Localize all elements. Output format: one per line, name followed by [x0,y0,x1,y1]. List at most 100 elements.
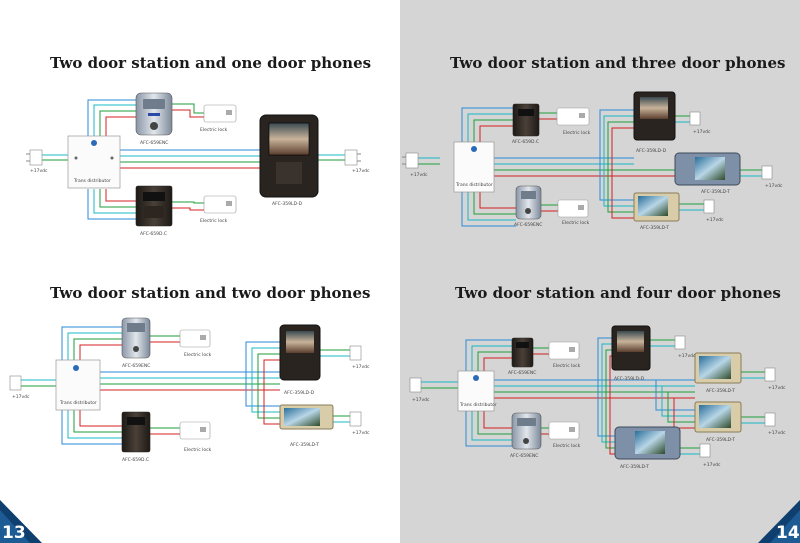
diagram-4: +17vdc Trans distributor AFC-659ENC Elec… [409,325,786,470]
door-station-top-icon [511,337,534,368]
door-station-top-icon [135,92,173,136]
door-station-top-icon [512,103,540,137]
distributor-box-icon [453,141,495,193]
monitor-3-label: AFC-359LD-T [706,437,735,443]
electric-lock-bottom-icon [548,421,580,440]
distributor-label: Trans distributor [59,400,97,406]
page-corner-right: 14 [758,500,800,543]
power-2-label: +17vdc [765,183,783,189]
power-3-label: +17vdc [706,217,724,223]
monitor-2-label: AFC-359LD-T [290,442,319,448]
lock-bottom-label: Electric lock [562,220,590,226]
diagram-1: +17vdc Trans distributor AFC-659ENC El [26,92,370,237]
power-1-label: +17vdc [352,364,370,370]
power-2-label: +17vdc [352,430,370,436]
station-bottom-label: AFC-659ENC [514,222,542,228]
power-adapter-icon [402,152,419,169]
power-1-label: +17vdc [693,129,711,135]
page-number-right: 14 [776,523,800,543]
power-label-left: +17vdc [12,394,30,400]
indoor-monitor-1-icon [279,324,321,381]
indoor-monitor-1-icon [633,91,676,141]
door-station-bottom-icon [511,412,542,450]
lock-bottom-label: Electric lock [553,443,581,449]
monitor-1-label: AFC-359LD-D [284,390,315,396]
power-adapter-icon [674,335,686,350]
distributor-label: Trans distributor [455,182,493,188]
diagram-1-title: Two door station and one door phones [50,54,372,72]
door-station-top-icon [121,317,151,359]
power-label-left: +17vdc [410,172,428,178]
page-corner-left: 13 [0,500,42,543]
lock-top-label: Electric lock [200,127,228,133]
electric-lock-top-icon [548,341,580,360]
diagram-2-title: Two door station and three door phones [450,54,786,72]
station-bottom-label: AFC-659D.C [122,457,149,463]
monitor-4-label: AFC-359LD-T [620,464,649,470]
page-14 [400,0,800,543]
monitor-2-label: AFC-359LD-T [706,388,735,394]
monitor-1-label: AFC-359LD-D [614,376,645,382]
electric-lock-bottom-icon [557,199,589,218]
distributor-box-icon [457,370,495,412]
lock-bottom-label: Electric lock [200,218,228,224]
diagram-3: +17vdc Trans distributor AFC-659ENC Elec… [9,317,370,463]
door-station-bottom-icon [121,411,151,453]
power-adapter-icon [764,412,776,427]
electric-lock-bottom-icon [179,421,211,440]
wires [418,107,762,227]
station-bottom-label: AFC-659D.C [140,231,167,237]
lock-top-label: Electric lock [563,130,591,136]
indoor-monitor-icon [259,114,319,198]
power-adapter-icon [349,411,362,427]
monitor-3-label: AFC-359LD-T [640,225,669,231]
monitor-2-label: AFC-359LD-T [701,189,730,195]
wires [42,99,345,220]
power-adapter-icon [344,149,361,166]
page-13 [0,0,400,543]
power-4-label: +17vdc [703,462,721,468]
electric-lock-top-icon [179,329,211,348]
indoor-monitor-3-icon [694,401,742,433]
electric-lock-bottom-icon [203,195,237,214]
power-adapter-icon [761,165,773,180]
indoor-monitor-1-icon [611,325,651,371]
indoor-monitor-3-icon [633,192,680,222]
station-top-label: AFC-659ENC [122,363,150,369]
power-adapter-icon [764,367,776,382]
monitor-1-label: AFC-359LD-D [636,148,667,154]
distributor-label: Trans distributor [73,178,111,184]
lock-top-label: Electric lock [184,352,212,358]
power-label-left: +17vdc [30,168,48,174]
power-adapter-icon [9,375,22,391]
distributor-box-icon [55,359,101,411]
electric-lock-top-icon [556,107,590,126]
diagram-2: +17vdc Trans distributor AFC-659D.C Elec… [402,91,783,231]
door-station-bottom-icon [135,185,173,227]
power-adapter-icon [699,443,711,458]
indoor-monitor-2-icon [674,152,741,186]
station-top-label: AFC-659ENC [140,140,168,146]
lock-top-label: Electric lock [553,363,581,369]
electric-lock-top-icon [203,104,237,123]
power-label-right: +17vdc [352,168,370,174]
wires [20,326,350,445]
power-adapter-icon [349,345,362,361]
power-label-left: +17vdc [412,397,430,403]
power-adapter-icon [703,199,715,214]
monitor-label: AFC-359LD-D [272,201,303,207]
diagram-4-title: Two door station and four door phones [455,284,781,302]
station-top-label: AFC-659D.C [512,139,539,145]
power-adapter-icon [409,377,422,393]
power-adapter-icon [689,111,701,126]
page-number-left: 13 [2,523,26,543]
indoor-monitor-2-icon [279,404,334,430]
power-2-label: +17vdc [768,385,786,391]
power-adapter-icon [26,149,43,166]
power-1-label: +17vdc [678,353,696,359]
distributor-label: Trans distributor [459,402,497,408]
diagram-3-title: Two door station and two door phones [50,284,371,302]
indoor-monitor-2-icon [694,352,742,384]
